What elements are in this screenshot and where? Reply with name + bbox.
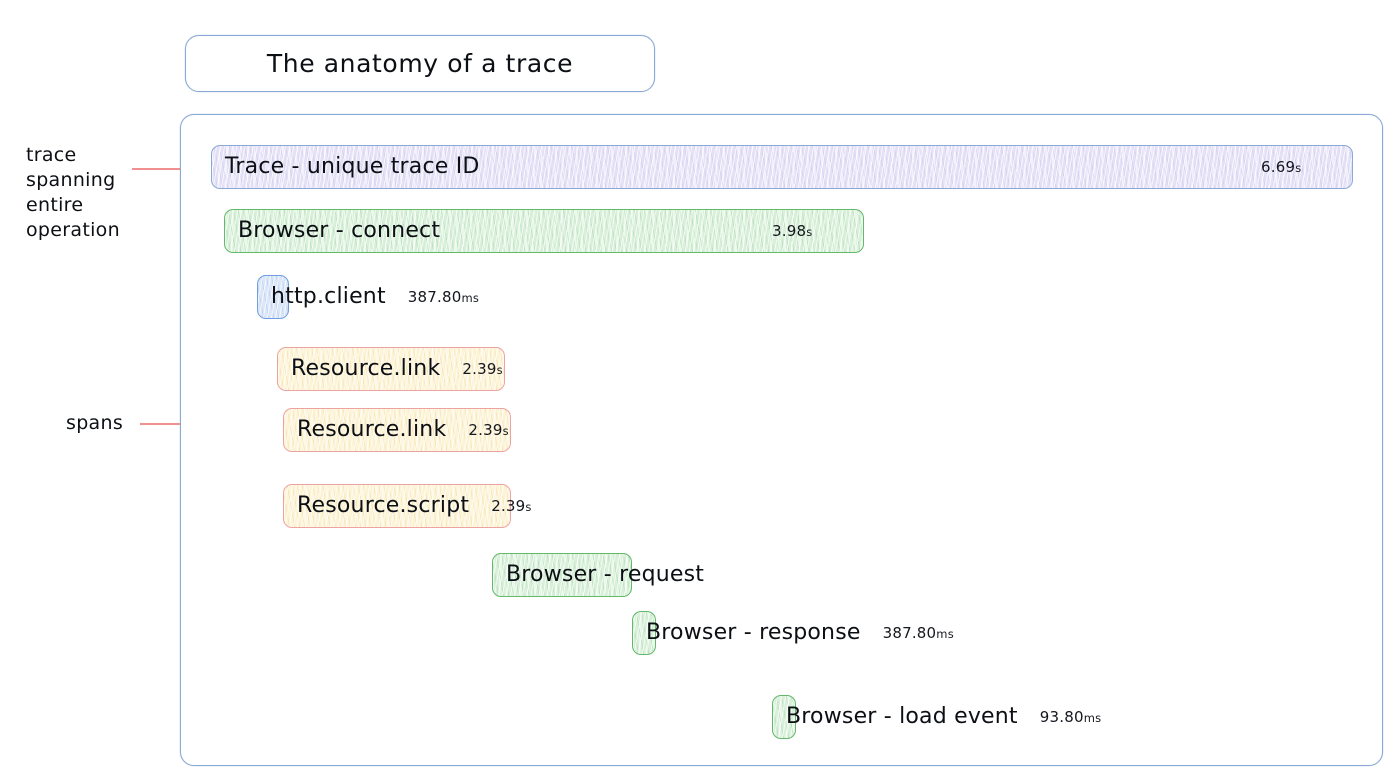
span-duration-value: 387.80: [882, 624, 937, 642]
span-row[interactable]: Browser - response 387.80ms: [632, 611, 954, 655]
span-label: Browser - connect: [238, 218, 441, 243]
span-duration-unit: ms: [461, 291, 480, 305]
span-bar[interactable]: [283, 408, 511, 452]
span-bar[interactable]: [632, 611, 656, 655]
span-duration: 387.80ms: [883, 624, 954, 642]
span-duration: 2.39s: [491, 497, 531, 515]
span-row[interactable]: Resource.link 2.39s: [277, 347, 505, 391]
span-label: Resource.script: [297, 493, 470, 518]
annotation-spans-leader-line: [140, 423, 212, 425]
span-duration: 2.39s: [462, 360, 502, 378]
span-label: Resource.link: [297, 417, 447, 442]
span-duration-unit: ms: [936, 627, 954, 641]
span-bar[interactable]: [211, 145, 1353, 189]
span-duration: 3.98s: [772, 222, 812, 240]
span-duration-value: 93.80: [1039, 708, 1084, 726]
span-label: http.client: [271, 284, 386, 309]
span-bar[interactable]: [283, 484, 511, 528]
span-duration-unit: s: [806, 225, 813, 239]
span-duration-unit: s: [496, 363, 503, 377]
span-duration-value: 2.39: [491, 497, 526, 515]
span-row[interactable]: Resource.script 2.39s: [283, 484, 532, 528]
span-label: Browser - response: [646, 620, 861, 645]
span-row[interactable]: Trace - unique trace ID 6.69s: [211, 145, 1353, 189]
span-bar[interactable]: [257, 275, 289, 319]
span-label: Resource.link: [291, 356, 441, 381]
diagram-title-card: The anatomy of a trace: [185, 35, 655, 92]
span-duration: 6.69s: [1261, 158, 1301, 176]
span-row[interactable]: Browser - request: [492, 553, 704, 597]
span-duration-value: 3.98: [772, 222, 807, 240]
span-row[interactable]: http.client 387.80ms: [257, 275, 479, 319]
span-duration-unit: s: [1295, 161, 1302, 175]
span-duration-unit: s: [502, 424, 509, 438]
span-row[interactable]: Browser - load event 93.80ms: [772, 695, 1101, 739]
span-duration-value: 387.80: [407, 288, 462, 306]
span-bar[interactable]: [224, 209, 864, 253]
annotation-trace-label: trace spanning entire operation: [26, 144, 120, 242]
span-label: Browser - request: [506, 562, 705, 587]
span-duration: 387.80ms: [408, 288, 479, 306]
span-duration-value: 2.39: [462, 360, 497, 378]
page-title: The anatomy of a trace: [266, 48, 574, 78]
span-duration-unit: ms: [1083, 711, 1102, 725]
span-bar[interactable]: [492, 553, 632, 597]
span-duration: 93.80ms: [1040, 708, 1102, 726]
span-duration-unit: s: [525, 500, 532, 514]
span-label: Trace - unique trace ID: [225, 154, 480, 179]
span-row[interactable]: Browser - connect 3.98s: [224, 209, 864, 253]
span-duration-value: 2.39: [468, 421, 503, 439]
span-bar[interactable]: [277, 347, 505, 391]
span-label: Browser - load event: [786, 704, 1018, 729]
span-bar[interactable]: [772, 695, 796, 739]
annotation-trace-leader-line: [132, 168, 204, 170]
span-row[interactable]: Resource.link 2.39s: [283, 408, 511, 452]
span-duration: 2.39s: [468, 421, 508, 439]
span-duration-value: 6.69: [1261, 158, 1296, 176]
annotation-spans-label: spans: [66, 412, 124, 434]
